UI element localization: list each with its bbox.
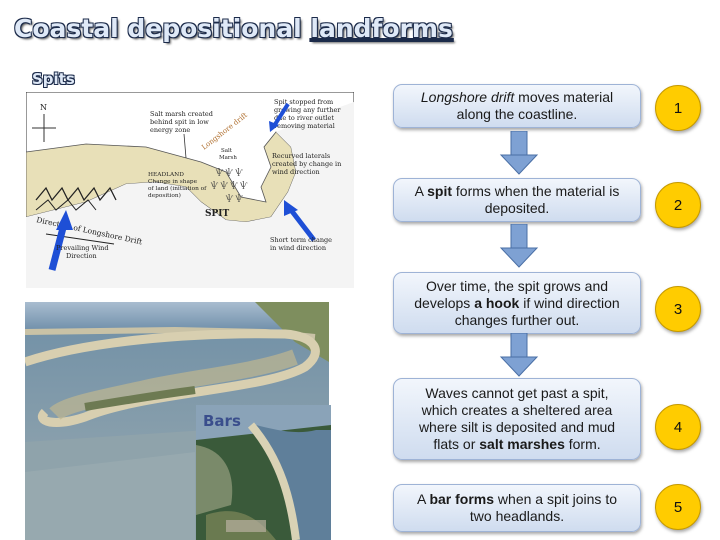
prevailing-wind-note: Prevailing Wind Direction (56, 244, 111, 260)
down-arrow-icon (499, 131, 539, 175)
step-text-1: Longshore drift moves material along the… (420, 89, 614, 122)
step-number-5: 5 (655, 484, 701, 530)
step-text-2: A spit forms when the material is deposi… (414, 183, 620, 216)
step-text-3: Over time, the spit grows and develops a… (414, 277, 620, 328)
spit-stopped-note: Spit stopped from growing any further du… (274, 98, 343, 130)
step-box-5: A bar forms when a spit joins to two hea… (393, 484, 641, 532)
step-box-4: Waves cannot get past a spit, which crea… (393, 378, 641, 460)
headland-note: HEADLAND Change in shape of land (initia… (148, 172, 208, 199)
spit-diagram: N Salt marsh created behind spit in low … (26, 92, 354, 288)
svg-text:ѱ ѱ ѱ ѱ: ѱ ѱ ѱ ѱ (210, 180, 248, 189)
step-box-3: Over time, the spit grows and develops a… (393, 272, 641, 334)
title-part-1: Coastal depositional (14, 14, 311, 43)
step-text-5: A bar forms when a spit joins to two hea… (416, 491, 617, 524)
step-number-2: 2 (655, 182, 701, 228)
down-arrow-icon (499, 333, 539, 377)
recurved-note: Recurved laterals created by change in w… (272, 152, 343, 176)
salt-marsh-small: Salt Marsh (219, 148, 237, 161)
page-title: Coastal depositional landforms (14, 14, 453, 43)
short-term-note: Short term change in wind direction (270, 236, 334, 252)
svg-text:ѱ ѱ: ѱ ѱ (225, 193, 244, 202)
step-text-4: Waves cannot get past a spit, which crea… (418, 385, 616, 452)
spit-label: SPIT (205, 209, 229, 219)
down-arrow-icon (499, 224, 539, 268)
step-number-1: 1 (655, 85, 701, 131)
title-part-2: landforms (310, 14, 453, 43)
salt-marsh-note: Salt marsh created behind spit in low en… (150, 110, 215, 134)
step-box-1: Longshore drift moves material along the… (393, 84, 641, 128)
bars-heading: Bars (203, 412, 241, 430)
spits-heading: Spits (32, 70, 75, 88)
step-number-3: 3 (655, 286, 701, 332)
bar-aerial-photo (196, 405, 331, 540)
step-number-4: 4 (655, 404, 701, 450)
north-label: N (40, 103, 47, 112)
svg-text:ѱ ѱ ѱ: ѱ ѱ ѱ (215, 167, 244, 176)
step-box-2: A spit forms when the material is deposi… (393, 178, 641, 222)
